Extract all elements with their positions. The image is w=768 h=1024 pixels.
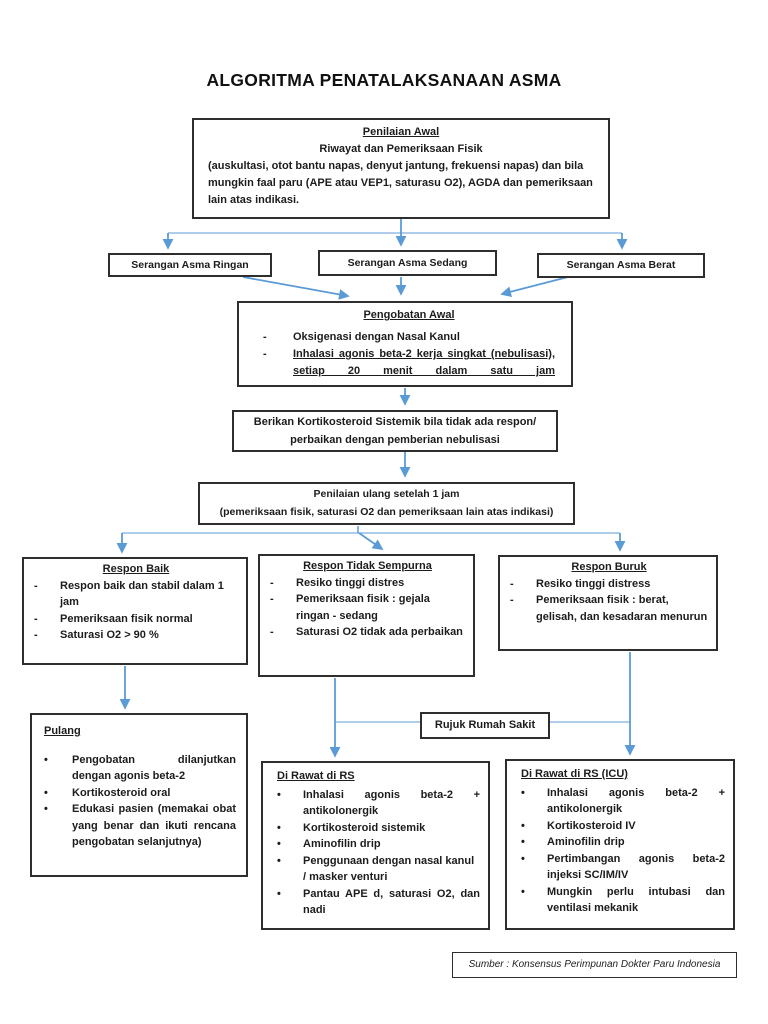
list-item: Inhalasi agonis beta-2 kerja singkat (ne… — [263, 346, 555, 380]
list-item: Pengobatan dilanjutkan dengan agonis bet… — [44, 752, 236, 785]
box-label: Serangan Asma Ringan — [131, 258, 249, 271]
di-rawat-di-rs-box: Di Rawat di RS Inhalasi agonis beta-2 + … — [261, 761, 490, 930]
dash-marker — [270, 591, 296, 624]
dash-marker — [34, 578, 60, 611]
box-line2: (pemeriksaan fisik, saturasi O2 dan peme… — [219, 505, 554, 518]
penilaian-ulang-box: Penilaian ulang setelah 1 jam (pemeriksa… — [198, 482, 575, 525]
list-item: Edukasi pasien (memakai obat yang benar … — [44, 801, 236, 851]
list-item: Kortikosteroid oral — [44, 785, 236, 802]
dash-marker — [263, 346, 293, 380]
list-item: Aminofilin drip — [521, 834, 725, 851]
box-body: Berikan Kortikosteroid Sistemik bila tid… — [253, 416, 537, 446]
bullet-marker — [521, 851, 547, 884]
bullet-marker — [521, 884, 547, 917]
bullet-marker — [277, 886, 303, 919]
bullet-marker — [521, 834, 547, 851]
rujuk-rumah-sakit-box: Rujuk Rumah Sakit — [420, 712, 550, 739]
list-item: Inhalasi agonis beta-2 + antikolonergik — [277, 787, 480, 820]
page-title: ALGORITMA PENATALAKSANAAN ASMA — [206, 70, 562, 90]
bullet-marker — [521, 785, 547, 818]
box-label: Serangan Asma Sedang — [347, 256, 468, 269]
dash-marker — [270, 624, 296, 641]
box-heading: Respon Baik — [102, 563, 170, 575]
bullet-marker — [277, 820, 303, 837]
box-heading: Pengobatan Awal — [363, 309, 455, 321]
source-citation-text: Sumber : Konsensus Perimpunan Dokter Par… — [468, 959, 721, 971]
list-item: Inhalasi agonis beta-2 + antikolonergik — [521, 785, 725, 818]
list-item: Resiko tinggi distress — [510, 576, 708, 593]
list-item: Penggunaan dengan nasal kanul / masker v… — [277, 853, 480, 886]
bullet-marker — [277, 853, 303, 886]
bullet-marker — [277, 836, 303, 853]
list-item: Pertimbangan agonis beta-2 injeksi SC/IM… — [521, 851, 725, 884]
box-body: (auskultasi, otot bantu napas, denyut ja… — [208, 160, 593, 207]
bullet-marker — [277, 787, 303, 820]
di-rawat-di-rs-icu-box: Di Rawat di RS (ICU) Inhalasi agonis bet… — [505, 759, 735, 930]
serangan-asma-berat-box: Serangan Asma Berat — [537, 253, 705, 278]
dash-marker — [510, 576, 536, 593]
bullet-marker — [44, 752, 72, 785]
list-item: Saturasi O2 tidak ada perbaikan — [270, 624, 465, 641]
serangan-asma-ringan-box: Serangan Asma Ringan — [108, 253, 272, 277]
pengobatan-awal-box: Pengobatan Awal Oksigenasi dengan Nasal … — [237, 301, 573, 387]
list-item: Saturasi O2 > 90 % — [34, 627, 238, 644]
box-heading: Respon Buruk — [571, 561, 647, 573]
penilaian-awal-box: Penilaian Awal Riwayat dan Pemeriksaan F… — [192, 118, 610, 219]
box-heading: Pulang — [44, 725, 81, 737]
dash-marker — [34, 611, 60, 628]
list-item: Pemeriksaan fisik : berat, gelisah, dan … — [510, 592, 708, 625]
list-item: Aminofilin drip — [277, 836, 480, 853]
box-heading: Respon Tidak Sempurna — [303, 560, 432, 572]
list-item: Pantau APE d, saturasi O2, dan nadi — [277, 886, 480, 919]
bullet-marker — [44, 801, 72, 851]
list-item: Kortikosteroid IV — [521, 818, 725, 835]
connector-arrows — [116, 219, 636, 758]
respon-buruk-box: Respon Buruk Resiko tinggi distress Peme… — [498, 555, 718, 651]
list-item: Oksigenasi dengan Nasal Kanul — [263, 329, 555, 346]
box-heading: Di Rawat di RS — [277, 770, 355, 782]
bullet-marker — [521, 818, 547, 835]
list-item: Kortikosteroid sistemik — [277, 820, 480, 837]
box-label: Serangan Asma Berat — [566, 259, 676, 272]
kortikosteroid-box: Berikan Kortikosteroid Sistemik bila tid… — [232, 410, 558, 452]
list-item: Mungkin perlu intubasi dan ventilasi mek… — [521, 884, 725, 917]
box-line1: Penilaian ulang setelah 1 jam — [313, 488, 460, 500]
box-label: Rujuk Rumah Sakit — [434, 718, 536, 731]
dash-marker — [34, 627, 60, 644]
box-heading: Penilaian Awal — [362, 126, 440, 138]
dash-marker — [270, 575, 296, 592]
respon-baik-box: Respon Baik Respon baik dan stabil dalam… — [22, 557, 248, 665]
source-citation-box: Sumber : Konsensus Perimpunan Dokter Par… — [452, 952, 737, 978]
serangan-asma-sedang-box: Serangan Asma Sedang — [318, 250, 497, 276]
list-item: Pemeriksaan fisik normal — [34, 611, 238, 628]
list-item: Resiko tinggi distres — [270, 575, 465, 592]
box-subheading: Riwayat dan Pemeriksaan Fisik — [319, 143, 483, 156]
list-item: Pemeriksaan fisik : gejala ringan - seda… — [270, 591, 465, 624]
dash-marker — [263, 329, 293, 346]
pulang-box: Pulang Pengobatan dilanjutkan dengan ago… — [30, 713, 248, 877]
dash-marker — [510, 592, 536, 625]
respon-tidak-sempurna-box: Respon Tidak Sempurna Resiko tinggi dist… — [258, 554, 475, 677]
bullet-marker — [44, 785, 72, 802]
list-item: Respon baik dan stabil dalam 1 jam — [34, 578, 238, 611]
box-heading: Di Rawat di RS (ICU) — [521, 768, 628, 780]
